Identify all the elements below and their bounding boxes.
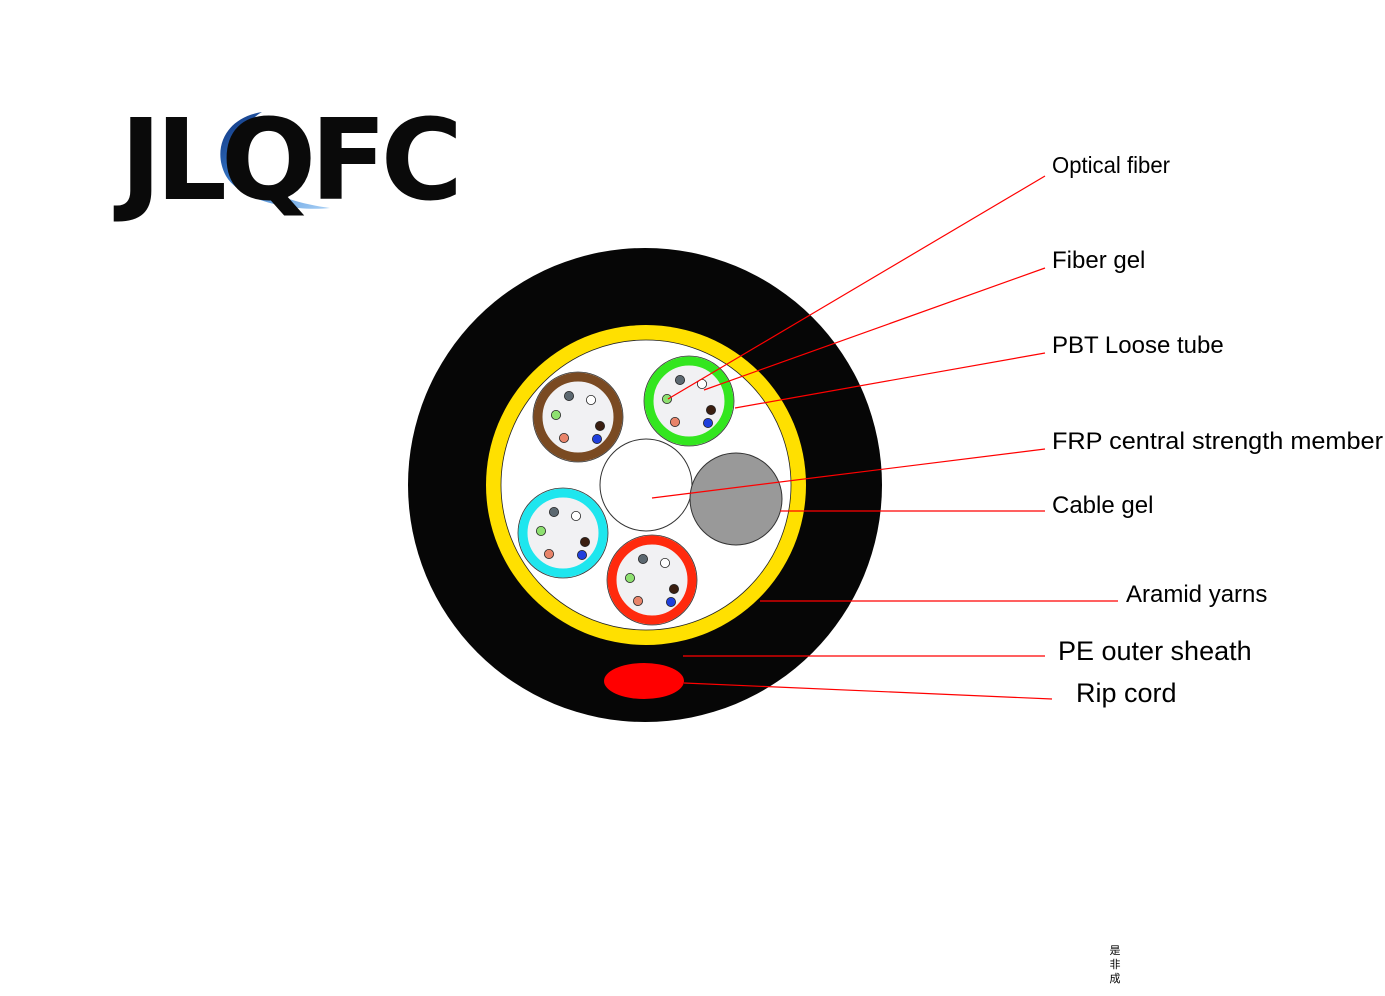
vertical-note: 是非成 — [1109, 944, 1121, 985]
label-aramid-yarns: Aramid yarns — [1126, 581, 1267, 608]
label-pe-outer-sheath: PE outer sheath — [1058, 636, 1252, 666]
optical-fiber — [549, 506, 560, 517]
optical-fiber — [625, 573, 636, 584]
leader-lines — [651, 175, 1118, 700]
pbt-loose-tube — [607, 535, 697, 625]
optical-fiber — [544, 549, 555, 560]
loose-tube-outline — [532, 371, 624, 463]
optical-fiber — [703, 417, 714, 428]
label-rip-cord: Rip cord — [1076, 678, 1177, 708]
optical-fiber — [662, 393, 673, 404]
label-pbt-loose-tube: PBT Loose tube — [1052, 332, 1224, 359]
logo-wordmark: JLQFC — [113, 96, 457, 226]
optical-fiber — [564, 390, 575, 401]
leader-line-optical-fiber — [667, 175, 1046, 400]
rip-cord — [604, 663, 684, 699]
pbt-loose-tube — [533, 372, 623, 462]
cable-body — [408, 248, 882, 722]
pbt-loose-tube — [644, 356, 734, 446]
optical-fiber — [559, 432, 570, 443]
brand-logo: JLQFC — [113, 96, 463, 226]
optical-fiber — [638, 554, 649, 565]
label-optical-fiber: Optical fiber — [1052, 152, 1170, 178]
optical-fiber — [633, 596, 644, 607]
optical-fiber — [551, 409, 562, 420]
loose-tube-outline — [643, 355, 735, 447]
frp-central-strength-member — [599, 438, 693, 532]
label-fiber-gel: Fiber gel — [1052, 247, 1145, 274]
optical-fiber — [586, 394, 597, 405]
optical-fiber — [577, 550, 588, 561]
leader-line-pbt-loose-tube — [734, 352, 1046, 409]
loose-tubes — [517, 355, 735, 626]
loose-tube-outline — [606, 534, 698, 626]
leader-line-frp-member — [651, 448, 1046, 499]
optical-fiber — [669, 584, 680, 595]
loose-tube-outline — [517, 487, 609, 579]
filler-rod — [689, 452, 783, 546]
optical-fiber — [571, 510, 582, 521]
optical-fiber — [666, 597, 677, 608]
leader-line-fiber-gel — [703, 267, 1046, 391]
pbt-loose-tube — [518, 488, 608, 578]
logo-swoosh-icon — [220, 112, 330, 209]
component-labels: Optical fiber Fiber gel PBT Loose tube F… — [1052, 152, 1383, 708]
optical-fiber — [592, 433, 603, 444]
optical-fiber — [595, 420, 606, 431]
optical-fiber — [670, 416, 681, 427]
label-frp-member: FRP central strength member — [1052, 428, 1383, 455]
optical-fiber — [706, 404, 717, 415]
optical-fiber — [660, 558, 671, 569]
optical-fiber — [580, 537, 591, 548]
optical-fiber — [675, 374, 686, 385]
optical-fiber — [536, 526, 547, 537]
label-cable-gel: Cable gel — [1052, 492, 1153, 519]
leader-line-rip-cord — [683, 682, 1053, 700]
